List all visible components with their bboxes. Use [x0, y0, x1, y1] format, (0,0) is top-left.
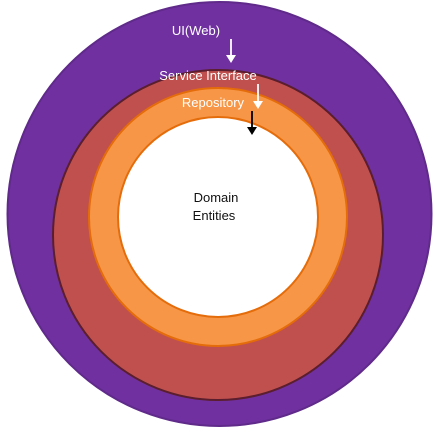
ui-layer-label: UI(Web)	[172, 23, 220, 38]
domain-label-line-2: Entities	[193, 208, 236, 223]
domain-entities-core	[117, 116, 319, 318]
repository-label: Repository	[182, 95, 245, 110]
domain-label-line-1: Domain	[194, 190, 239, 205]
ui-to-service-arrow	[226, 39, 236, 63]
service-to-repository-arrow	[253, 84, 263, 109]
repository-to-domain-arrow	[247, 111, 257, 135]
service-interface-label: Service Interface	[159, 68, 257, 83]
